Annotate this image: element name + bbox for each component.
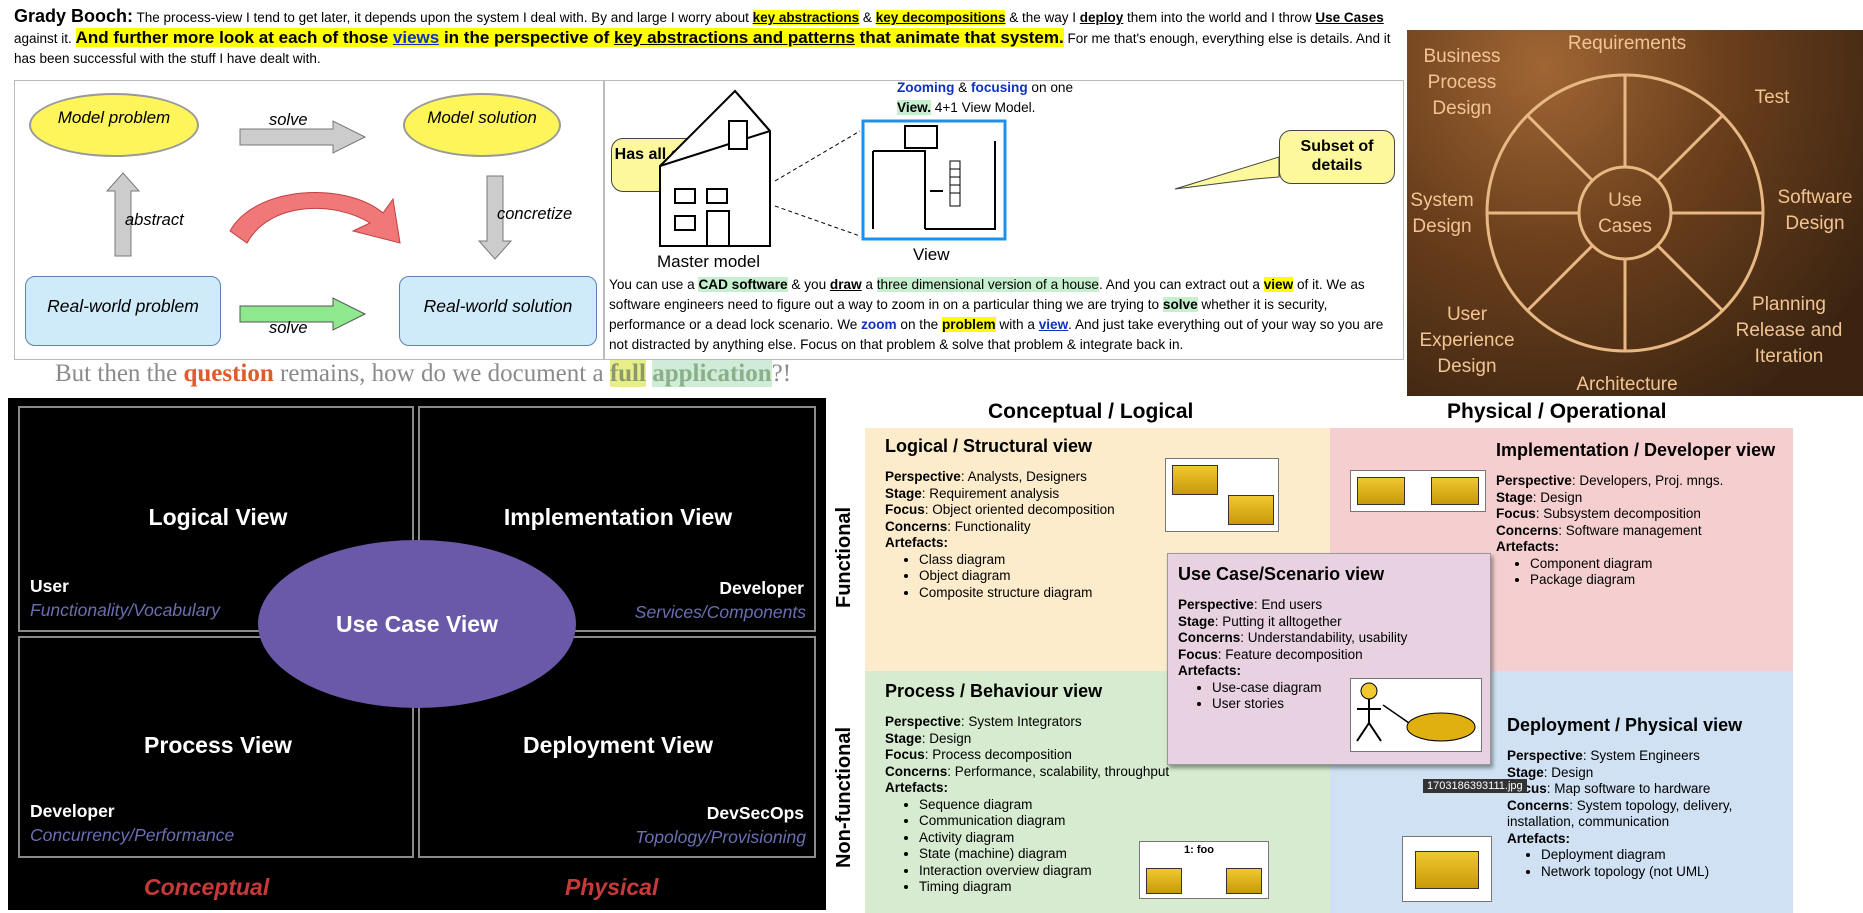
logical-quadrant — [18, 406, 414, 632]
physical-label: Physical — [565, 874, 659, 900]
real-world-solution: Real-world solution — [399, 276, 597, 346]
view-quadrants: Conceptual / Logical Physical / Operatio… — [830, 398, 1863, 913]
developer-2-subtitle: Concurrency/Performance — [30, 825, 235, 845]
deployment-view-title: Deployment View — [522, 732, 714, 758]
zoom-focus-caption: Zooming & focusing on one View. 4+1 View… — [897, 80, 1074, 115]
solve-label: solve — [269, 111, 308, 129]
deployment-diagram-icon — [1402, 836, 1492, 902]
house-and-view-drawing — [659, 89, 1280, 247]
process-behaviour-view: Process / Behaviour view Perspective: Sy… — [885, 681, 1205, 896]
solve-label-bottom: solve — [269, 319, 308, 337]
real-world-problem: Real-world problem — [25, 276, 221, 346]
arrows — [105, 120, 513, 331]
process-quadrant — [18, 636, 414, 858]
sequence-diagram-icon: 1: foo — [1139, 841, 1269, 899]
process-view-title: Process View — [144, 732, 292, 758]
abstract-label: abstract — [125, 211, 184, 229]
model-solve-diagram: Model problem Model solution solve abstr… — [14, 80, 604, 360]
non-functional-label: Non-functional — [833, 726, 855, 868]
wheel-center-use-cases: Use Cases — [1598, 190, 1652, 237]
functional-label: Functional — [833, 506, 855, 608]
wheel-requirements: Requirements — [1567, 33, 1687, 54]
wheel-architecture: Architecture — [1576, 374, 1678, 395]
use-case-diagram-icon — [1350, 678, 1482, 752]
implementation-developer-view: Implementation / Developer view Perspect… — [1496, 440, 1796, 589]
question-line: But then the question remains, how do we… — [55, 360, 792, 387]
model-solution-cloud: Model solution — [403, 93, 561, 157]
user-subtitle: Functionality/Vocabulary — [30, 600, 221, 620]
devsecops-role: DevSecOps — [706, 803, 804, 823]
image-tooltip: 1703186393111.jpg — [1423, 779, 1527, 793]
wheel-software-design: Software Design — [1777, 187, 1853, 234]
logical-view-title: Logical View — [148, 504, 288, 530]
view-label: View — [913, 245, 950, 264]
devsecops-subtitle: Topology/Provisioning — [635, 827, 806, 847]
wheel-business-process-design: Business Process Design — [1423, 46, 1501, 119]
use-case-wheel: Use Cases Requirements Test Software Des… — [1407, 30, 1863, 396]
intro-quote: Grady Booch: The process-view I tend to … — [14, 6, 1391, 66]
wheel-ux-design: User Experience Design — [1419, 304, 1515, 377]
conceptual-logical-header: Conceptual / Logical — [988, 400, 1194, 423]
four-plus-one-diagram: Logical View Implementation View Process… — [8, 398, 826, 910]
implementation-view-title: Implementation View — [503, 504, 733, 530]
wheel-test: Test — [1754, 87, 1790, 108]
developer-role: Developer — [719, 578, 804, 598]
master-model-diagram: Has all details Subset of details Master… — [604, 80, 1404, 360]
use-case-scenario-view: Use Case/Scenario view Perspective: End … — [1167, 553, 1491, 765]
user-role: User — [30, 576, 69, 596]
subset-details-callout: Subset of details — [1279, 130, 1395, 184]
concretize-label: concretize — [497, 205, 573, 223]
implementation-quadrant — [418, 406, 816, 632]
logical-structural-view: Logical / Structural view Perspective: A… — [885, 436, 1175, 601]
wheel-planning: Planning Release and Iteration — [1735, 294, 1843, 367]
master-model-label: Master model — [657, 252, 760, 271]
cad-analogy-text: You can use a CAD software & you draw a … — [609, 277, 1384, 352]
developer-subtitle: Services/Components — [634, 602, 806, 622]
model-problem-cloud: Model problem — [29, 93, 199, 157]
deployment-physical-view: Deployment / Physical view Perspective: … — [1507, 715, 1777, 880]
speaker-name: Grady Booch: — [14, 6, 134, 26]
package-diagram-icon — [1350, 470, 1486, 512]
conceptual-label: Conceptual — [144, 874, 270, 900]
class-diagram-icon — [1165, 458, 1279, 532]
wheel-graphic — [1485, 73, 1765, 353]
physical-operational-header: Physical / Operational — [1447, 400, 1667, 423]
deployment-quadrant — [418, 636, 816, 858]
developer-role-2: Developer — [30, 801, 115, 821]
use-case-view-ellipse: Use Case View — [258, 540, 576, 708]
wheel-system-design: System Design — [1410, 190, 1474, 237]
